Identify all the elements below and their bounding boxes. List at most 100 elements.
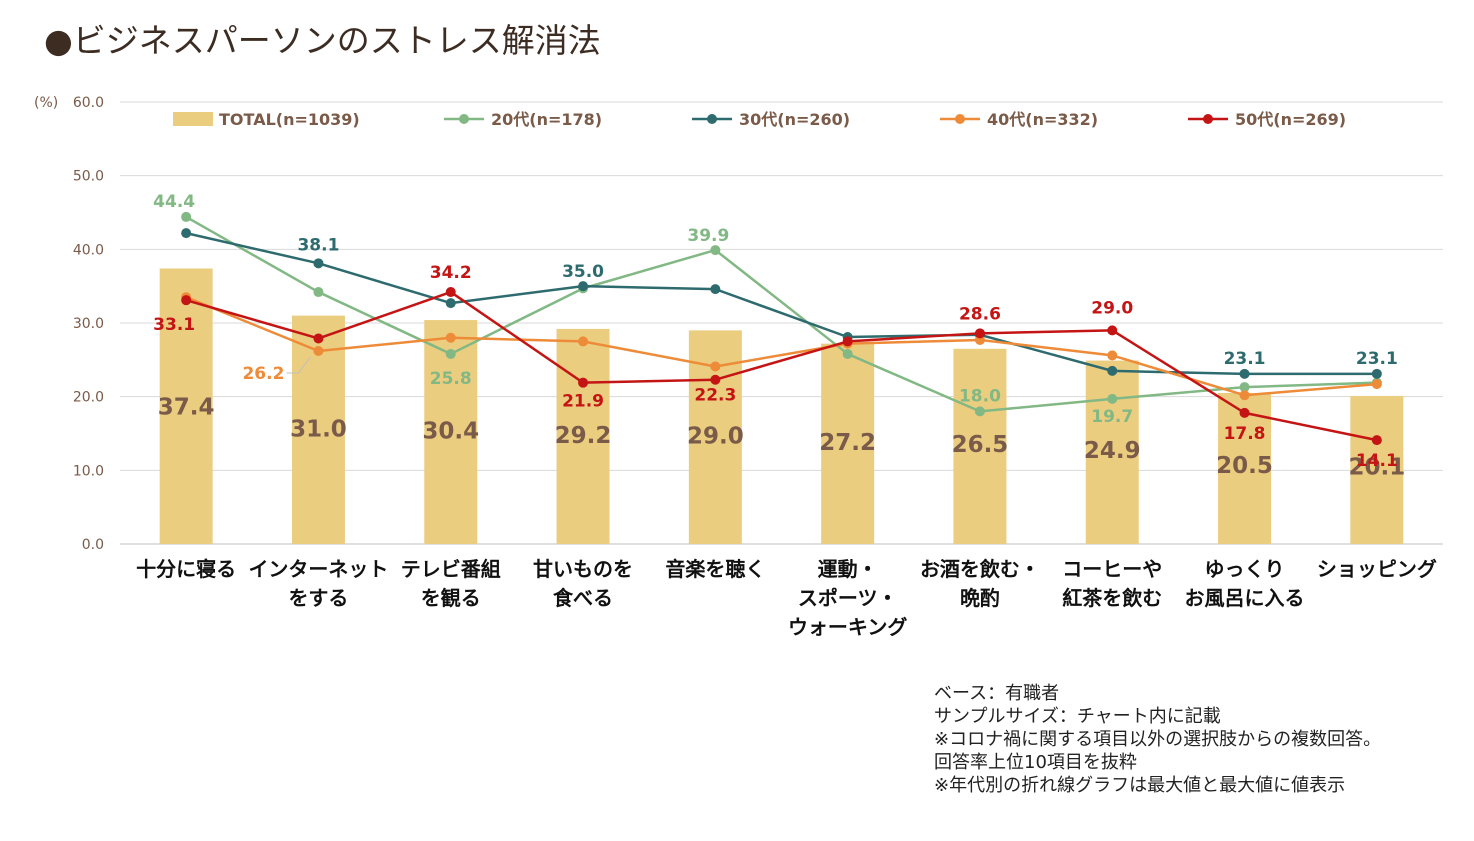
total-bar-label: 29.2: [555, 423, 612, 449]
legend-swatch-point: [1203, 114, 1213, 124]
age-lines: [181, 211, 1382, 446]
legend-item-series: 30代(n=260): [692, 110, 850, 129]
y-tick-label: 0.0: [82, 537, 104, 553]
category-label: テレビ番組: [401, 557, 501, 581]
total-bar-label: 29.0: [687, 424, 744, 450]
total-bar: [159, 268, 213, 544]
category-label: ショッピング: [1317, 557, 1437, 581]
series-point: [1239, 382, 1250, 393]
series-point: [1371, 379, 1382, 390]
category-label: 晩酌: [960, 586, 1000, 610]
series-point-label: 22.3: [694, 386, 736, 406]
series-point-label: 28.6: [959, 304, 1001, 324]
category-label: コーヒーや: [1062, 557, 1162, 581]
legend-label: TOTAL(n=1039): [219, 110, 360, 129]
series-point: [710, 245, 721, 256]
series-line: [185, 296, 1377, 397]
category-label: インターネット: [248, 557, 388, 581]
series-point: [1107, 325, 1118, 336]
series-point-label: 26.2: [242, 364, 284, 384]
leader-line: [286, 356, 311, 374]
category-label: 紅茶を飲む: [1062, 586, 1162, 610]
series-point: [313, 287, 324, 298]
category-label: スポーツ・: [798, 586, 898, 610]
series-point-label: 23.1: [1356, 349, 1398, 369]
total-bar-label: 37.4: [158, 395, 215, 421]
legend-item-total: TOTAL(n=1039): [173, 110, 360, 129]
category-label: を観る: [421, 586, 481, 610]
series-point-label: 38.1: [297, 235, 339, 255]
series-point-label: 33.1: [153, 315, 195, 335]
series-point: [313, 258, 324, 269]
legend-label: 20代(n=178): [491, 110, 602, 129]
series-point: [1239, 407, 1250, 418]
series-point-label: 19.7: [1091, 407, 1133, 427]
series-point-label: 35.0: [562, 262, 604, 282]
legend-swatch-point: [955, 114, 965, 124]
series-point: [578, 336, 589, 347]
legend-item-series: 40代(n=332): [940, 110, 1098, 129]
total-bar: [953, 348, 1007, 544]
category-label: 十分に寝る: [136, 557, 236, 581]
series-point: [1239, 368, 1250, 379]
series-point: [842, 348, 853, 359]
category-label: お酒を飲む・: [920, 557, 1040, 581]
note-line: ベース：有職者: [934, 683, 1060, 704]
series-point: [710, 361, 721, 372]
y-tick-label: 40.0: [73, 242, 104, 258]
series-point-label: 39.9: [687, 226, 729, 246]
series-point: [842, 336, 853, 347]
total-bar: [1218, 392, 1272, 544]
series-point: [445, 287, 456, 298]
y-tick-label: 10.0: [73, 463, 104, 479]
note-line: ※年代別の折れ線グラフは最大値と最大値に値表示: [934, 775, 1346, 796]
series-point-label: 14.1: [1356, 451, 1398, 471]
total-bar-label: 20.1: [1348, 454, 1405, 480]
category-label: 運動・: [818, 557, 878, 581]
y-tick-label: 30.0: [73, 316, 104, 332]
legend-swatch: [173, 112, 213, 126]
series-point: [445, 298, 456, 309]
legend-swatch-point: [707, 114, 717, 124]
note-line: 回答率上位10項目を抜粋: [934, 752, 1137, 773]
legend-item-series: 20代(n=178): [444, 110, 602, 129]
note-line: ※コロナ禍に関する項目以外の選択肢からの複数回答。: [934, 729, 1382, 750]
total-bar: [556, 328, 610, 544]
legend-label: 40代(n=332): [987, 110, 1098, 129]
legend-swatch-point: [459, 114, 469, 124]
legend: TOTAL(n=1039) 20代(n=178) 30代(n=260) 40代(n=3…: [173, 110, 1346, 129]
series-point: [578, 377, 589, 388]
series-point-label: 17.8: [1224, 424, 1266, 444]
series-point: [1107, 393, 1118, 404]
series-point-label: 34.2: [430, 263, 472, 283]
total-bar: [821, 343, 875, 544]
note-line: サンプルサイズ：チャート内に記載: [934, 706, 1221, 727]
y-axis-ticks: 0.0 10.0 20.0 30.0 40.0 50.0 60.0: [73, 95, 104, 553]
total-bar: [1085, 360, 1139, 544]
series-point-label: 23.1: [1224, 349, 1266, 369]
series-point-label: 44.4: [153, 192, 195, 212]
y-tick-label: 20.0: [73, 390, 104, 406]
series-point: [974, 406, 985, 417]
x-axis-categories: 十分に寝るインターネットをするテレビ番組を観る甘いものを食べる音楽を聴く運動・ス…: [136, 557, 1437, 639]
total-bar-label: 30.4: [422, 419, 479, 445]
series-point: [313, 333, 324, 344]
series-point-label: 29.0: [1091, 298, 1133, 318]
series-point: [445, 348, 456, 359]
series-point: [181, 228, 192, 239]
series-point: [313, 345, 324, 356]
series-point: [1371, 368, 1382, 379]
series-point: [710, 284, 721, 295]
series-point: [181, 211, 192, 222]
y-tick-label: 60.0: [73, 95, 104, 111]
category-label: をする: [288, 586, 348, 610]
total-bar-label: 31.0: [290, 417, 347, 443]
category-label: 音楽を聴く: [665, 557, 765, 581]
series-point: [974, 328, 985, 339]
series-line: [185, 215, 1377, 413]
series-point: [181, 295, 192, 306]
y-tick-label: 50.0: [73, 169, 104, 185]
category-label: ウォーキング: [788, 615, 907, 639]
